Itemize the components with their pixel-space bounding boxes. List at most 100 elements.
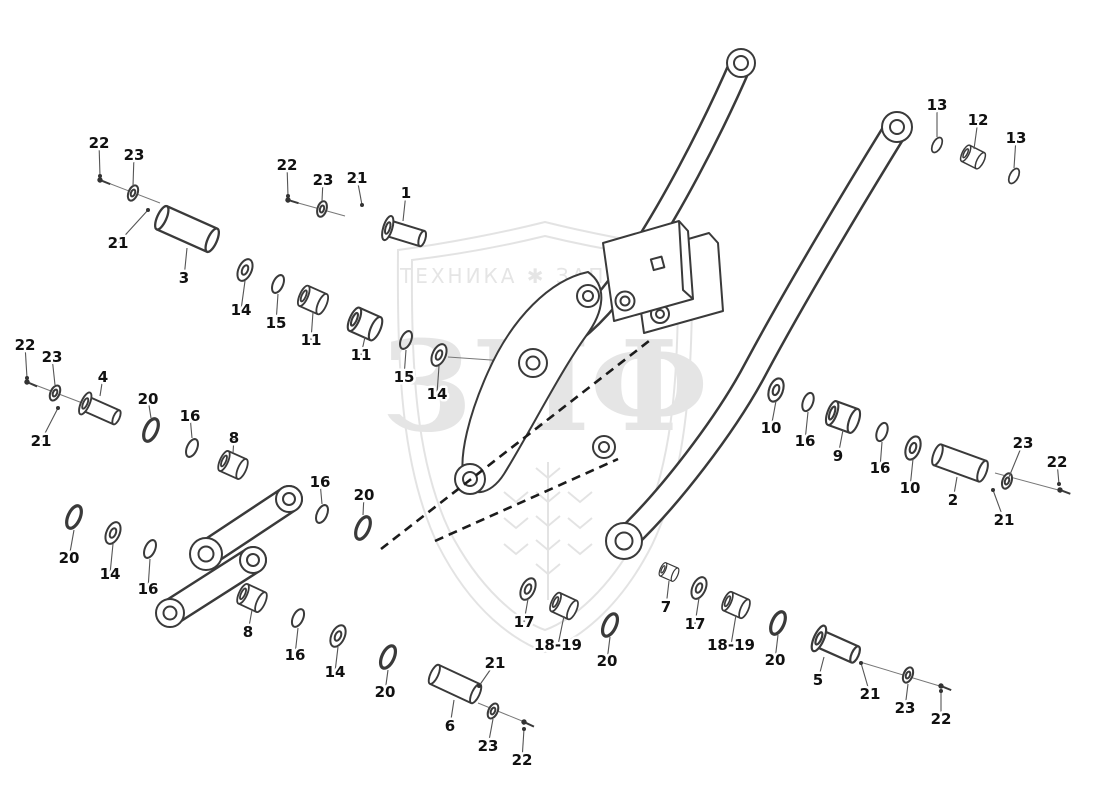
leader-line-14 [334, 646, 339, 673]
leader-line-6 [449, 699, 455, 727]
leader-line-23 [51, 356, 56, 386]
leader-line-5 [817, 656, 825, 681]
pin-1 [378, 213, 430, 253]
part-label-8-23: 8 [229, 429, 239, 447]
leader-line-14 [436, 365, 440, 395]
part-label-20-25: 20 [354, 486, 375, 504]
washer-17 [516, 574, 540, 604]
mount-bracket [602, 220, 724, 334]
seal-ring-20 [351, 512, 375, 544]
part-label-20-21: 20 [138, 390, 159, 408]
leader-dot [1057, 482, 1061, 486]
leader-line-20 [362, 494, 365, 516]
part-label-21-34: 21 [485, 654, 506, 672]
leader-line-2 [952, 476, 958, 501]
leader-line-22 [1056, 461, 1060, 485]
leader-line-21 [478, 662, 496, 687]
part-label-15-8: 15 [394, 368, 415, 386]
leader-line-12 [973, 119, 979, 150]
part-label-22-45: 22 [1047, 453, 1068, 471]
leader-line-9 [837, 429, 844, 457]
snap-ring-16 [799, 390, 817, 414]
leader-dot [522, 727, 526, 731]
assembly-dashed-line [380, 339, 650, 551]
snap-ring-16 [873, 420, 891, 444]
snap-ring-16 [312, 502, 332, 526]
part-label-22-36: 22 [512, 751, 533, 769]
part-label-14-4: 14 [231, 301, 252, 319]
leader-dot [98, 174, 102, 178]
leader-line-10 [909, 458, 914, 489]
bushing-8 [233, 581, 271, 615]
leader-line-17 [694, 597, 700, 625]
bushing-9 [822, 398, 864, 436]
part-label-23-43: 23 [1013, 434, 1034, 452]
leader-line-22 [286, 164, 289, 197]
leader-line-14 [240, 280, 246, 311]
leader-dot [146, 208, 150, 212]
pin-5 [807, 622, 866, 670]
screw-22 [1055, 485, 1073, 498]
washer-23 [314, 199, 330, 219]
screw-22 [22, 377, 40, 390]
leader-line-15 [403, 349, 407, 378]
leader-line-20 [147, 398, 152, 419]
leader-dot [286, 194, 290, 198]
seal-ring-20 [597, 609, 623, 641]
leader-line-21 [40, 407, 59, 442]
bushing-12 [957, 142, 989, 172]
leader-line-16 [804, 411, 809, 442]
leader-line-3 [183, 247, 188, 279]
leader-line-7 [665, 580, 670, 608]
seal-ring-20 [766, 607, 790, 639]
part-label-11-7: 11 [351, 346, 372, 364]
snap-ring-16 [288, 606, 308, 630]
part-label-16-40: 16 [870, 459, 891, 477]
leader-line-23 [904, 683, 909, 709]
snap-ring-15 [268, 272, 288, 296]
washer-10 [901, 433, 925, 463]
washer-10 [764, 375, 788, 405]
leader-dot [360, 203, 364, 207]
leader-dot [477, 684, 481, 688]
washer-23 [899, 664, 917, 686]
washer-23 [124, 182, 142, 204]
leader-line-18-19 [557, 615, 565, 646]
pin-6 [425, 662, 485, 706]
watermark-wheat-emblem [503, 462, 593, 600]
leader-line-21 [117, 209, 149, 244]
part-label-17-46: 17 [514, 613, 535, 631]
leader-line-8 [247, 609, 253, 633]
leader-line-23 [321, 179, 324, 202]
screw-22 [283, 195, 301, 207]
part-label-9-39: 9 [833, 447, 843, 465]
leader-dot [25, 376, 29, 380]
leader-line-23 [132, 154, 135, 187]
tilt-link-a [189, 485, 303, 571]
part-label-21-54: 21 [860, 685, 881, 703]
part-label-22-0: 22 [89, 134, 110, 152]
leader-dot [939, 689, 943, 693]
pin-3 [151, 203, 223, 255]
part-label-21-12: 21 [347, 169, 368, 187]
bellcrank [454, 271, 603, 495]
leader-line-16 [294, 627, 299, 656]
part-label-16-22: 16 [180, 407, 201, 425]
leader-line-20 [384, 669, 389, 693]
part-label-20-26: 20 [59, 549, 80, 567]
washer-14 [101, 518, 125, 548]
washer-14 [326, 621, 350, 651]
part-label-4-20: 4 [98, 368, 108, 386]
leader-line-16 [879, 441, 883, 469]
leader-line-20 [774, 634, 779, 661]
seal-ring-20 [62, 501, 86, 533]
part-label-23-11: 23 [313, 171, 334, 189]
part-label-14-27: 14 [100, 565, 121, 583]
part-label-21-2: 21 [108, 234, 129, 252]
part-label-8-29: 8 [243, 623, 253, 641]
tilt-link-b [155, 546, 267, 628]
bushing-11 [294, 283, 332, 317]
part-label-13-16: 13 [1006, 129, 1027, 147]
